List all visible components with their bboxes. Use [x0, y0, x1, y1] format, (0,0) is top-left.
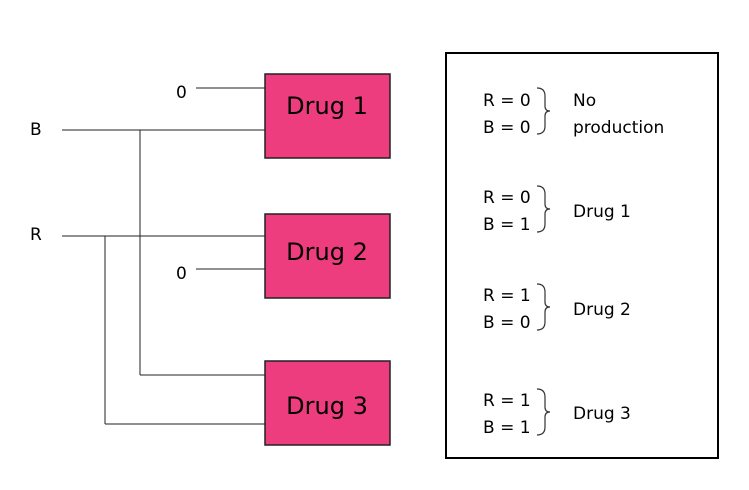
- truth-row-4: R = 1 B = 1 Drug 3: [483, 388, 631, 438]
- drug3-label: Drug 3: [286, 392, 368, 420]
- row3-r: R = 1: [483, 286, 531, 306]
- constant-zero-top: 0: [176, 83, 187, 103]
- row3-bracket: [536, 283, 551, 331]
- row1-r: R = 0: [483, 91, 531, 111]
- constant-zero-mid: 0: [176, 264, 187, 284]
- row3-b: B = 0: [483, 313, 531, 333]
- drug3-box: [264, 360, 391, 446]
- truth-row-1: R = 0 B = 0 No production: [483, 87, 664, 138]
- row2-result: Drug 1: [573, 202, 631, 222]
- truth-row-2: R = 0 B = 1 Drug 1: [483, 185, 631, 235]
- drug1-label: Drug 1: [286, 92, 368, 120]
- row4-bracket: [536, 388, 551, 436]
- row4-b: B = 1: [483, 418, 531, 438]
- row1-bracket: [536, 87, 551, 135]
- truth-table-frame: [445, 52, 719, 459]
- row2-r: R = 0: [483, 188, 531, 208]
- row4-r: R = 1: [483, 391, 531, 411]
- drug2-box: [264, 213, 391, 299]
- row2-b: B = 1: [483, 215, 531, 235]
- input-r-label: R: [30, 225, 42, 245]
- truth-row-3: R = 1 B = 0 Drug 2: [483, 283, 631, 333]
- row3-result: Drug 2: [573, 300, 631, 320]
- row2-bracket: [536, 185, 551, 233]
- row4-result: Drug 3: [573, 404, 631, 424]
- input-b-label: B: [30, 120, 42, 140]
- row1-result-line2: production: [573, 118, 664, 138]
- row1-b: B = 0: [483, 118, 531, 138]
- row1-result-line1: No: [573, 91, 596, 111]
- drug1-box: [264, 73, 391, 159]
- drug2-label: Drug 2: [286, 238, 368, 266]
